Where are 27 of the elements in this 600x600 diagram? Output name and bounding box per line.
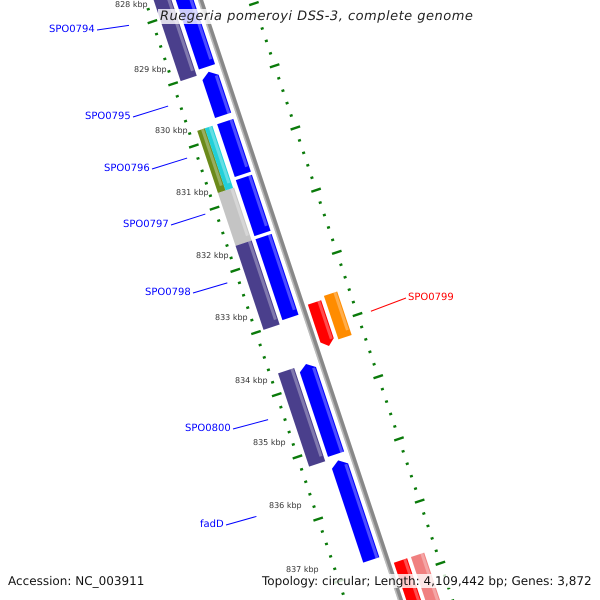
- leader-line: [226, 516, 257, 526]
- scale-label: 831 kbp: [176, 188, 209, 198]
- gene-label: SPO0798: [145, 287, 191, 299]
- gene-label: SPO0799: [408, 292, 454, 304]
- scale-label: 828 kbp: [115, 0, 148, 10]
- leader-line: [96, 24, 130, 30]
- gene-label: SPO0794: [49, 24, 95, 36]
- scale-label: 830 kbp: [155, 126, 188, 136]
- scale-label: 833 kbp: [215, 313, 248, 323]
- leader-line: [152, 158, 188, 170]
- leader-line: [170, 214, 206, 226]
- scale-label: 835 kbp: [253, 438, 286, 448]
- footer-text: Accession: NC_003911: [8, 574, 144, 588]
- scale-label: 836 kbp: [269, 501, 302, 511]
- leader-line: [232, 419, 269, 430]
- leader-line: [192, 282, 228, 294]
- gene-label: fadD: [200, 519, 224, 531]
- leader-line: [370, 298, 406, 312]
- scale-label: 837 kbp: [286, 565, 319, 575]
- gene-label: SPO0795: [85, 111, 131, 123]
- gene-label: SPO0796: [104, 163, 150, 175]
- scale-label: 834 kbp: [235, 376, 268, 386]
- leader-line: [132, 106, 169, 118]
- scale-label: 829 kbp: [134, 65, 167, 75]
- scale-label: 832 kbp: [196, 251, 229, 261]
- gene-label: SPO0797: [123, 219, 169, 231]
- gene-label: SPO0800: [185, 423, 231, 435]
